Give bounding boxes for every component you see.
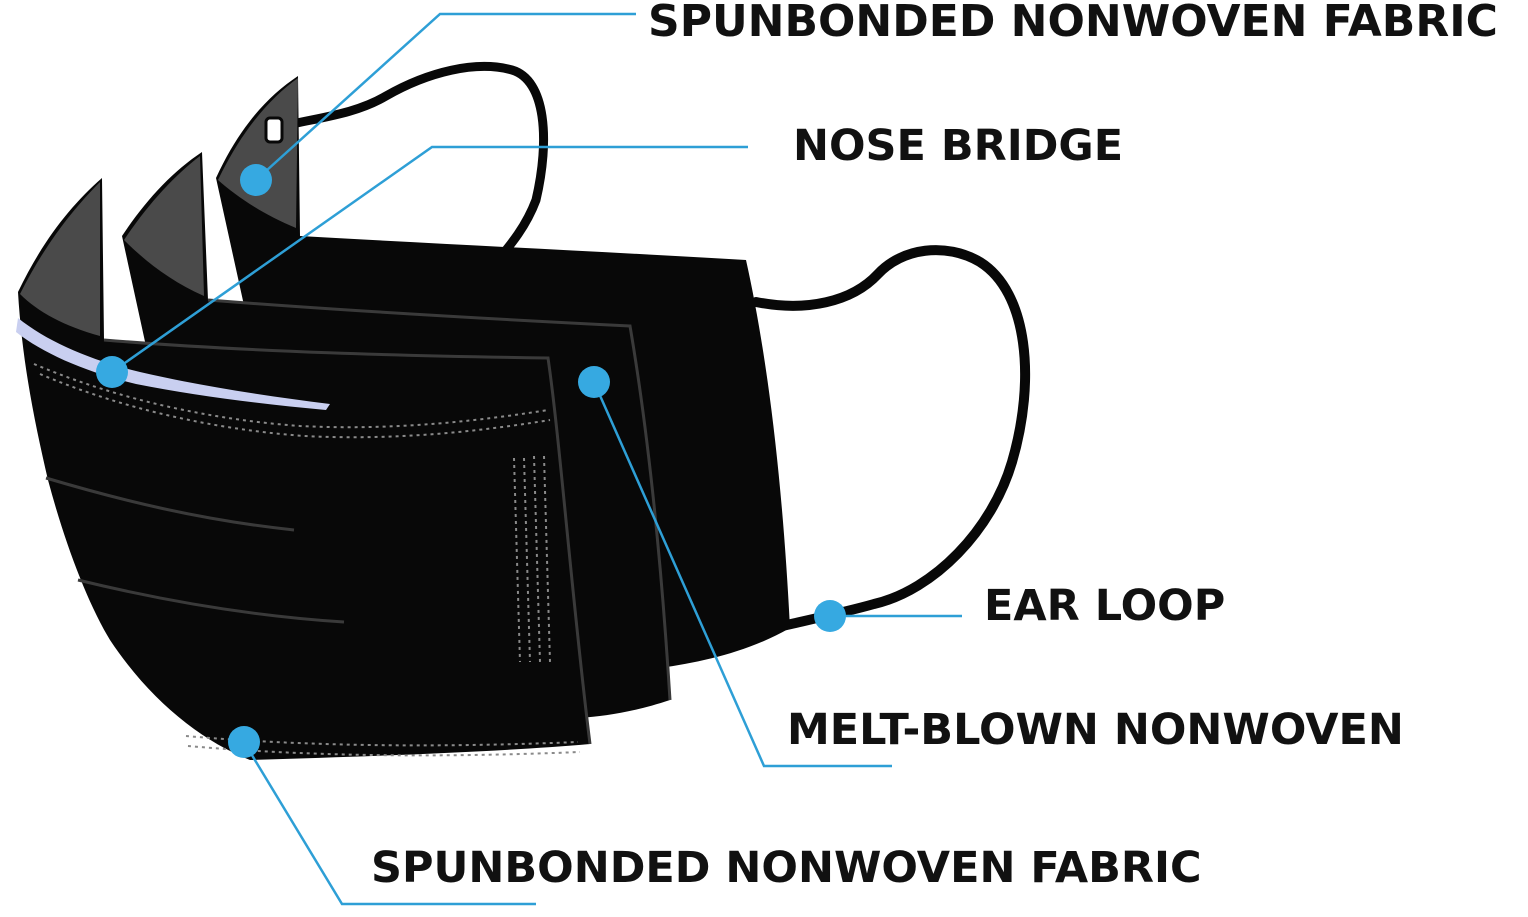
label-outer-spunbonded-fabric: SPUNBONDED NONWOVEN FABRIC: [648, 0, 1498, 47]
back-layer-lip: [218, 78, 298, 228]
back-ear-loop: [271, 61, 548, 277]
leader-line-inner: [242, 741, 536, 906]
pointer-dot-icon: [240, 164, 272, 196]
stitch-line: [523, 457, 531, 663]
pointer-dot-icon: [578, 366, 610, 398]
stitch-line: [187, 745, 581, 757]
front-layer-sheet: [18, 178, 590, 760]
nose-wire-clip: [264, 116, 284, 144]
pleat-line: [77, 578, 345, 624]
leader-line-outer: [255, 12, 636, 181]
stitch-line: [39, 373, 551, 439]
front-layer-edge: [103, 338, 592, 745]
middle-layer-edge: [207, 298, 672, 701]
label-melt-blown-nonwoven: MELT-BLOWN NONWOVEN: [787, 705, 1404, 755]
front-ear-loop: [751, 245, 1031, 631]
stitch-line: [33, 363, 549, 429]
nose-bridge-strip: [16, 318, 330, 410]
front-layer-lip: [20, 182, 100, 336]
label-inner-spunbonded-fabric: SPUNBONDED NONWOVEN FABRIC: [371, 843, 1202, 893]
pleat-line: [45, 476, 295, 532]
stitch-line: [513, 457, 521, 663]
leader-line-nose: [111, 145, 748, 374]
label-nose-bridge: NOSE BRIDGE: [793, 121, 1124, 171]
middle-layer-lip: [124, 156, 204, 296]
stitch-line: [185, 735, 579, 747]
pointer-dot-icon: [228, 726, 260, 758]
pointer-dot-icon: [96, 356, 128, 388]
pointer-dot-icon: [814, 600, 846, 632]
label-ear-loop: EAR LOOP: [984, 581, 1226, 631]
leader-line-melt: [592, 381, 892, 768]
